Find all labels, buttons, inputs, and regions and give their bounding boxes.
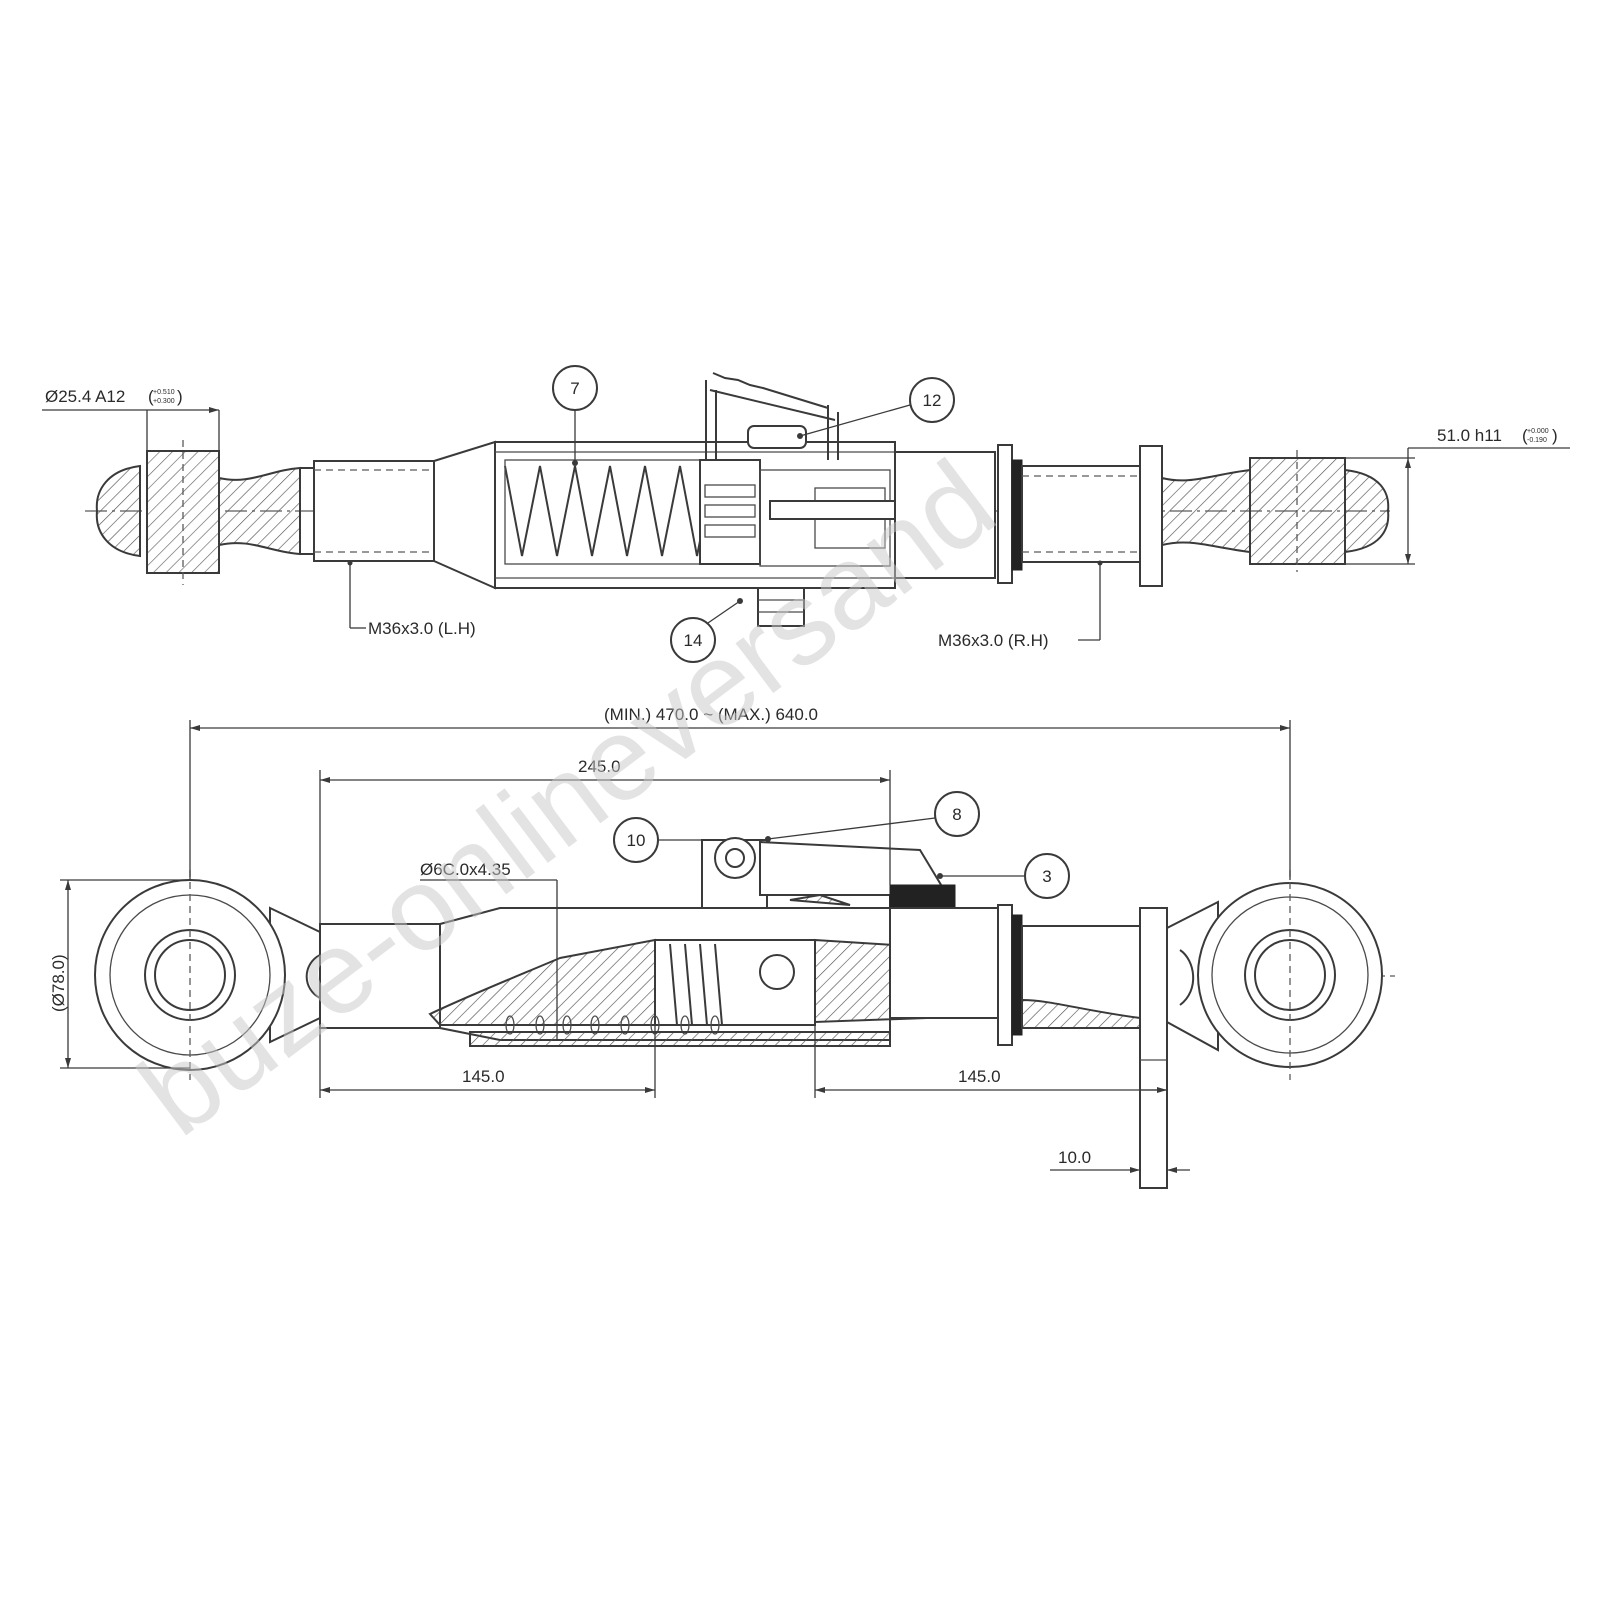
eye-dia-dimension: (Ø78.0) — [49, 879, 190, 1069]
right-eye — [1166, 870, 1383, 1080]
svg-text:3: 3 — [1042, 867, 1051, 886]
eye-dia-label: (Ø78.0) — [49, 954, 68, 1012]
body-length-label: 245.0 — [578, 757, 621, 776]
spring-coil-top — [504, 465, 733, 557]
balloon-14: 14 — [670, 598, 743, 663]
pin-bore-tol-lower: +0.300 — [153, 398, 175, 405]
side-view: (MIN.) 470.0 ~ (MAX.) 640.0 245.0 Ø6C.0x… — [49, 705, 1395, 1189]
svg-text:(: ( — [148, 387, 154, 406]
thread-right-callout: M36x3.0 (R.H) — [938, 560, 1103, 650]
spring-wire-callout: Ø6C.0x4.35 — [420, 860, 558, 1040]
flange-thickness-label: 10.0 — [1058, 1148, 1091, 1167]
flange-thickness-dimension: 10.0 — [1050, 1148, 1190, 1173]
pin-bore-label: Ø25.4 A12 — [45, 387, 125, 406]
balloon-10: 10 — [613, 817, 718, 863]
overall-length-label: (MIN.) 470.0 ~ (MAX.) 640.0 — [604, 705, 818, 724]
balloon-12: 12 — [797, 377, 955, 439]
svg-text:7: 7 — [570, 379, 579, 398]
ball-dia-tol-lower: -0.190 — [1527, 437, 1547, 444]
balloon-3: 3 — [937, 853, 1070, 899]
ball-dia-dimension: 51.0 h11 ( +0.000 -0.190 ) — [1345, 426, 1570, 565]
body-length-dimension: 245.0 — [319, 757, 891, 924]
main-body-top — [433, 440, 956, 590]
ball-dia-tol-upper: +0.000 — [1527, 428, 1549, 435]
left-ball-end — [95, 440, 301, 585]
svg-text:(: ( — [1522, 426, 1528, 445]
left-thread-length-dimension: 145.0 — [319, 1025, 656, 1098]
left-thread-length-label: 145.0 — [462, 1067, 505, 1086]
ball-dia-label: 51.0 h11 — [1437, 426, 1502, 445]
thread-left-label: M36x3.0 (L.H) — [368, 619, 476, 638]
svg-text:10: 10 — [627, 831, 646, 850]
right-body-top — [894, 444, 1163, 587]
svg-text:): ) — [1552, 426, 1558, 445]
svg-text:8: 8 — [952, 805, 961, 824]
right-ball-end — [1161, 450, 1390, 572]
svg-text:12: 12 — [923, 391, 942, 410]
right-thread-length-label: 145.0 — [958, 1067, 1001, 1086]
handle-spring-top — [705, 372, 839, 460]
svg-text:): ) — [177, 387, 183, 406]
balloon-8: 8 — [765, 791, 980, 842]
overall-length-dimension: (MIN.) 470.0 ~ (MAX.) 640.0 — [189, 705, 1291, 880]
thread-right-label: M36x3.0 (R.H) — [938, 631, 1049, 650]
pin-bore-tol-upper: +0.510 — [153, 389, 175, 396]
latch-handle-side — [701, 837, 957, 909]
thread-left-callout: M36x3.0 (L.H) — [347, 560, 476, 638]
right-body-side — [889, 904, 1168, 1189]
balloon-7: 7 — [552, 365, 598, 466]
pin-bore-dimension: Ø25.4 A12 ( +0.510 +0.300 ) — [42, 387, 220, 451]
left-thread-tube — [300, 460, 435, 562]
spring-wire-label: Ø6C.0x4.35 — [420, 860, 511, 879]
adjuster-nut — [757, 587, 805, 627]
top-view: Ø25.4 A12 ( +0.510 +0.300 ) 51.0 h11 ( +… — [42, 365, 1570, 663]
svg-text:14: 14 — [684, 631, 703, 650]
right-thread-length-dimension: 145.0 — [814, 1025, 1168, 1098]
